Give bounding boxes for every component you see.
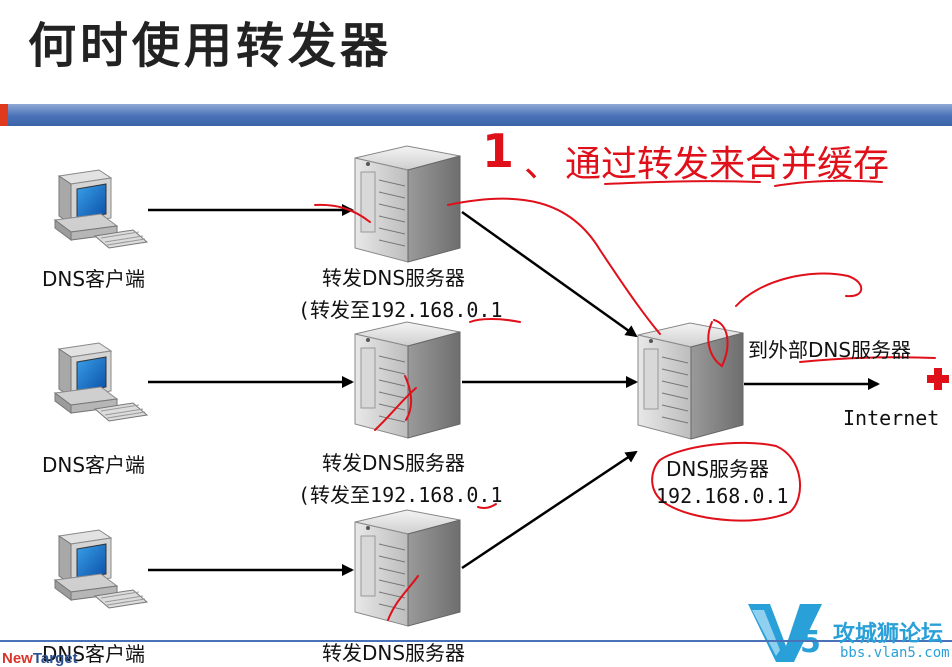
brand-logo: NewTarget [2, 650, 78, 667]
forwarder-server-icon [354, 145, 461, 263]
client-label: DNS客户端 [42, 642, 146, 666]
hand-annotations [314, 179, 936, 621]
brand-target: Target [32, 650, 78, 667]
watermark-name: 攻城狮论坛 [833, 622, 944, 647]
forwarder-sublabel: (转发至192.168.0.1 [298, 483, 503, 507]
svg-text:5: 5 [800, 625, 821, 660]
step-heading: 通过转发来合并缓存 [565, 144, 890, 185]
step-separator: 、 [524, 144, 561, 185]
forwarder-label: 转发DNS服务器 [322, 451, 466, 475]
watermark-logo-icon: 5 [748, 604, 822, 662]
brand-new: New [2, 650, 33, 667]
slide-title: 何时使用转发器 [28, 18, 393, 74]
forwarder-sublabel: (转发至192.168.0.1 [298, 298, 503, 322]
red-cross-icon [927, 368, 949, 390]
title-band [0, 104, 952, 126]
client-pc-icon [54, 169, 148, 249]
client-label: DNS客户端 [42, 267, 146, 291]
watermark-site: bbs.vlan5.com [840, 645, 950, 661]
forwarder-label: 转发DNS服务器 [322, 641, 466, 665]
forwarder-label: 转发DNS服务器 [322, 266, 466, 290]
internet-label: Internet [843, 406, 940, 430]
client-pc-icon [54, 529, 148, 609]
dns-server-ip: 192.168.0.1 [656, 484, 789, 508]
forwarder-to-dns-arrow [461, 450, 638, 570]
step-number: 1 [482, 124, 515, 178]
external-dns-label: 到外部DNS服务器 [748, 338, 912, 362]
client-pc-icon [54, 342, 148, 422]
footer-line [0, 640, 952, 642]
dns-server-label: DNS服务器 [666, 457, 770, 481]
client-label: DNS客户端 [42, 453, 146, 477]
forwarder-to-dns-arrow [461, 210, 638, 338]
forwarder-server-icon [354, 509, 461, 627]
title-band-accent [0, 104, 8, 126]
